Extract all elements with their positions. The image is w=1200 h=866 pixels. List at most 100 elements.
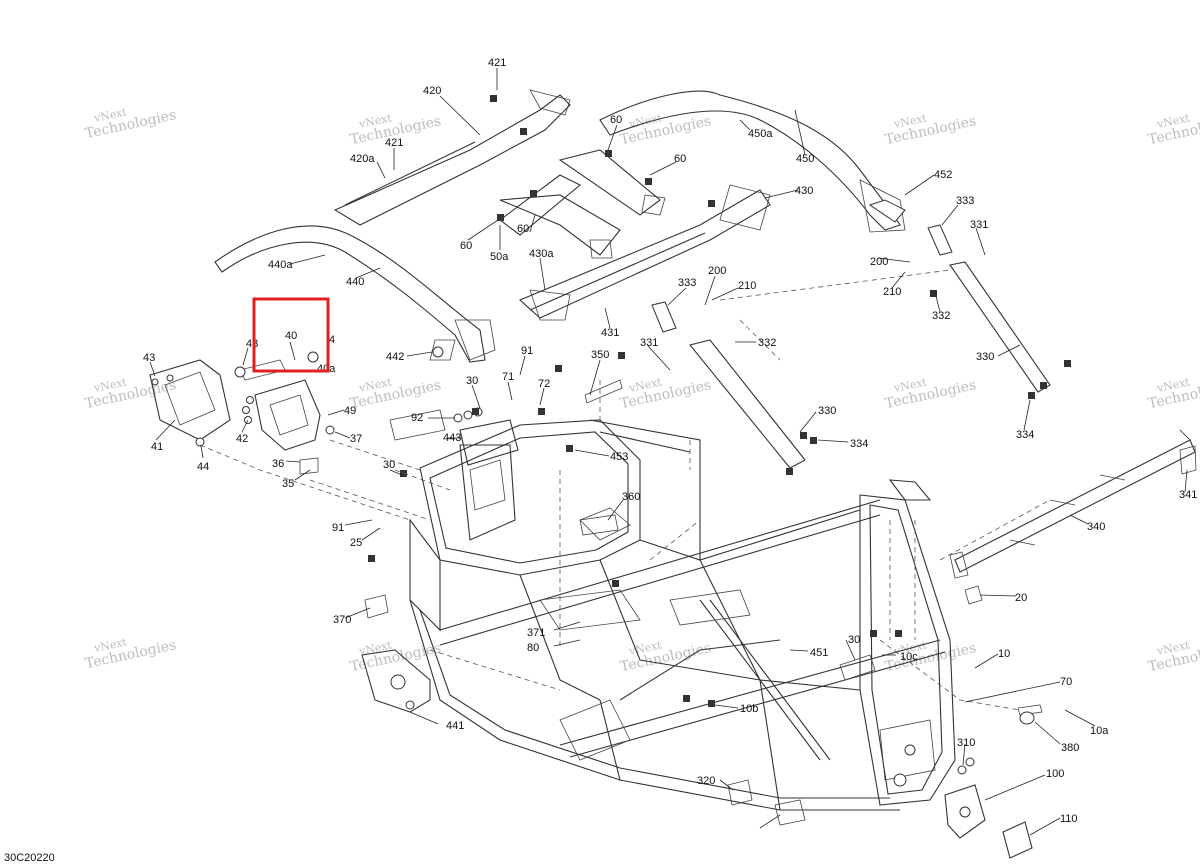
callout-label: 334 — [850, 438, 868, 450]
callout-label: 10 — [998, 648, 1010, 660]
highlight-box-part-40 — [252, 297, 330, 373]
watermark: vNext Technologies — [1147, 375, 1200, 412]
callout-label: 443 — [443, 432, 461, 444]
callout-label: 332 — [758, 337, 776, 349]
callout-label: 92 — [411, 412, 423, 424]
callout-label: 451 — [810, 647, 828, 659]
part-443-mount — [389, 339, 519, 466]
assembly-lines — [199, 269, 1051, 711]
callout-label: 25 — [350, 537, 362, 549]
small-parts — [364, 445, 1197, 826]
callout-label: 50a — [490, 251, 509, 263]
callout-label: 60 — [517, 223, 529, 235]
callout-label: 330 — [818, 405, 836, 417]
callout-label: 71 — [502, 371, 514, 383]
callout-label: 350 — [591, 349, 609, 361]
callout-label: 331 — [970, 219, 988, 231]
callout-label: 35 — [282, 478, 294, 490]
callout-label: 60 — [674, 153, 686, 165]
callout-labels: 421 420 421 420a 60 60 60 60 50a 430a 43… — [143, 57, 1197, 825]
callout-label: 440a — [268, 259, 293, 271]
callout-label: 341 — [1179, 489, 1197, 501]
watermark: vNext Technologies — [349, 375, 443, 412]
callout-label: 43 — [246, 338, 258, 350]
callout-label: 340 — [1087, 521, 1105, 533]
callout-label: 41 — [151, 441, 163, 453]
callout-label: 452 — [934, 169, 952, 181]
callout-label: 442 — [386, 351, 404, 363]
callout-label: 330 — [976, 351, 994, 363]
leader-lines — [149, 68, 1191, 836]
callout-label: 30 — [466, 375, 478, 387]
bracket-assembly-40 — [149, 351, 335, 475]
callout-label: 200 — [708, 265, 726, 277]
callout-label: 10a — [1090, 725, 1109, 737]
callout-label: 60 — [460, 240, 472, 252]
callout-label: 450 — [796, 153, 814, 165]
watermark-layer: vNext Technologies vNext Technologies vN… — [84, 105, 1200, 675]
callout-label: 320 — [697, 775, 715, 787]
callout-label: 430a — [529, 248, 554, 260]
callout-label: 37 — [350, 433, 362, 445]
callout-label: 44 — [197, 461, 209, 473]
callout-label: 10b — [740, 703, 758, 715]
watermark: vNext Technologies — [884, 111, 978, 148]
part-70-bracket — [361, 649, 431, 713]
callout-label: 332 — [932, 310, 950, 322]
watermark: vNext Technologies — [619, 375, 713, 412]
callout-label: 420 — [423, 85, 441, 97]
callout-label: 20 — [1015, 592, 1027, 604]
callout-label: 80 — [527, 642, 539, 654]
callout-label: 334 — [1016, 429, 1034, 441]
callout-label: 421 — [488, 57, 506, 69]
callout-label: 70 — [1060, 676, 1072, 688]
callout-label: 49 — [344, 405, 356, 417]
roll-cage-upper — [214, 89, 1196, 579]
callout-label: 91 — [332, 522, 344, 534]
watermark: vNext Technologies — [619, 111, 713, 148]
callout-label: 30 — [848, 634, 860, 646]
callout-label: 200 — [870, 256, 888, 268]
callout-label: 450a — [748, 128, 773, 140]
diagram-code: 30C20220 — [4, 852, 55, 864]
watermark: vNext Technologies — [84, 375, 178, 412]
callout-label: 331 — [640, 337, 658, 349]
callout-label: 210 — [883, 286, 901, 298]
callout-label: 380 — [1061, 742, 1079, 754]
callout-label: 420a — [350, 153, 375, 165]
callout-label: 30 — [383, 459, 395, 471]
callout-label: 4 — [329, 334, 335, 346]
callout-label: 360 — [622, 491, 640, 503]
watermark: vNext Technologies — [1147, 111, 1200, 148]
callout-label: 36 — [272, 458, 284, 470]
callout-label: 421 — [385, 137, 403, 149]
callout-label: 310 — [957, 737, 975, 749]
callout-label: 40 — [285, 330, 297, 342]
callout-label: 333 — [678, 277, 696, 289]
callout-label: 333 — [956, 195, 974, 207]
watermark: vNext Technologies — [884, 375, 978, 412]
callout-label: 60 — [610, 114, 622, 126]
watermark: vNext Technologies — [84, 635, 178, 672]
callout-label: 431 — [601, 327, 619, 339]
callout-label: 440 — [346, 276, 364, 288]
callout-label: 10c — [900, 651, 918, 663]
callout-label: 441 — [446, 720, 464, 732]
callout-label: 110 — [1060, 813, 1078, 825]
callout-label: 43 — [143, 352, 155, 364]
watermark: vNext Technologies — [84, 105, 178, 142]
main-frame — [409, 419, 956, 811]
watermark: vNext Technologies — [349, 638, 443, 675]
callout-label: 42 — [236, 433, 248, 445]
fasteners — [368, 95, 1071, 707]
callout-label: 371 — [527, 627, 545, 639]
callout-label: 453 — [610, 451, 628, 463]
callout-label: 210 — [738, 280, 756, 292]
callout-label: 72 — [538, 378, 550, 390]
callout-label: 100 — [1046, 768, 1064, 780]
callout-label: 370 — [333, 614, 351, 626]
callout-label: 91 — [521, 345, 533, 357]
parts-310-320 — [944, 704, 1043, 859]
callout-label: 430 — [795, 185, 813, 197]
